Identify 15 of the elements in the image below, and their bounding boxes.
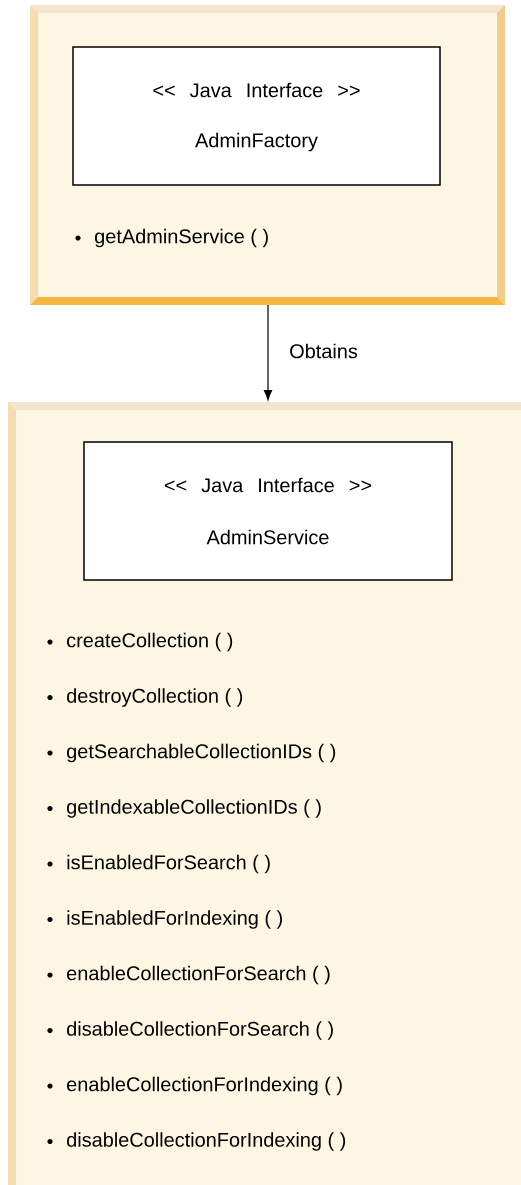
interface-box: << Java Interface >> AdminService [83,441,453,581]
method-item: getSearchableCollectionIDs ( ) [47,743,336,763]
method-item: isEnabledForIndexing ( ) [47,910,282,929]
method-item: getIndexableCollectionIDs ( ) [47,799,321,818]
method-item: enableCollectionForIndexing ( ) [47,1076,342,1096]
interface-box: << Java Interface >> AdminFactory [72,46,441,186]
method-item: isEnabledForSearch ( ) [47,854,270,874]
method-item: disableCollectionForSearch ( ) [47,1021,333,1040]
method-item: getAdminService ( ) [75,228,268,248]
arrow [263,304,273,401]
method-item: createCollection ( ) [47,632,233,652]
edge-label: Obtains [290,343,358,359]
method-item: destroyCollection ( ) [47,688,243,707]
method-item: disableCollectionForIndexing ( ) [47,1132,346,1151]
method-item: enableCollectionForSearch ( ) [47,965,330,985]
